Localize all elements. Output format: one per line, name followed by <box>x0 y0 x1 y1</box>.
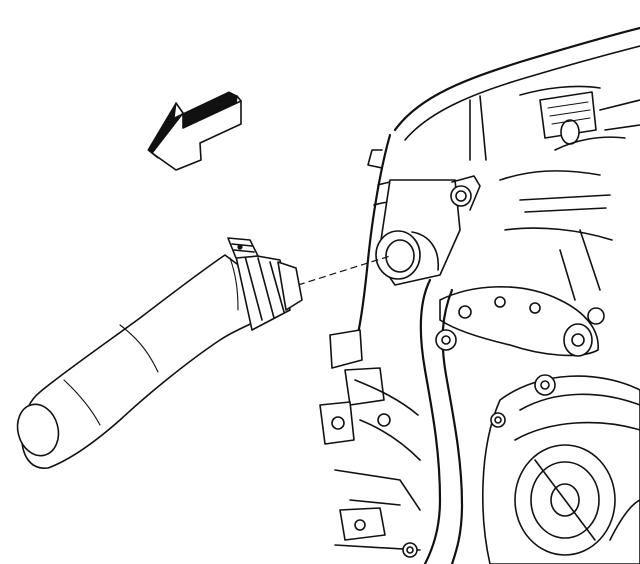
coolant-hose <box>16 237 303 469</box>
hose-clamp <box>227 237 303 331</box>
engine-assembly <box>319 26 640 564</box>
pulley-cover <box>482 374 640 564</box>
alignment-line <box>297 255 391 286</box>
engine-outlet-port <box>375 230 439 280</box>
direction-arrow-icon <box>147 91 242 171</box>
